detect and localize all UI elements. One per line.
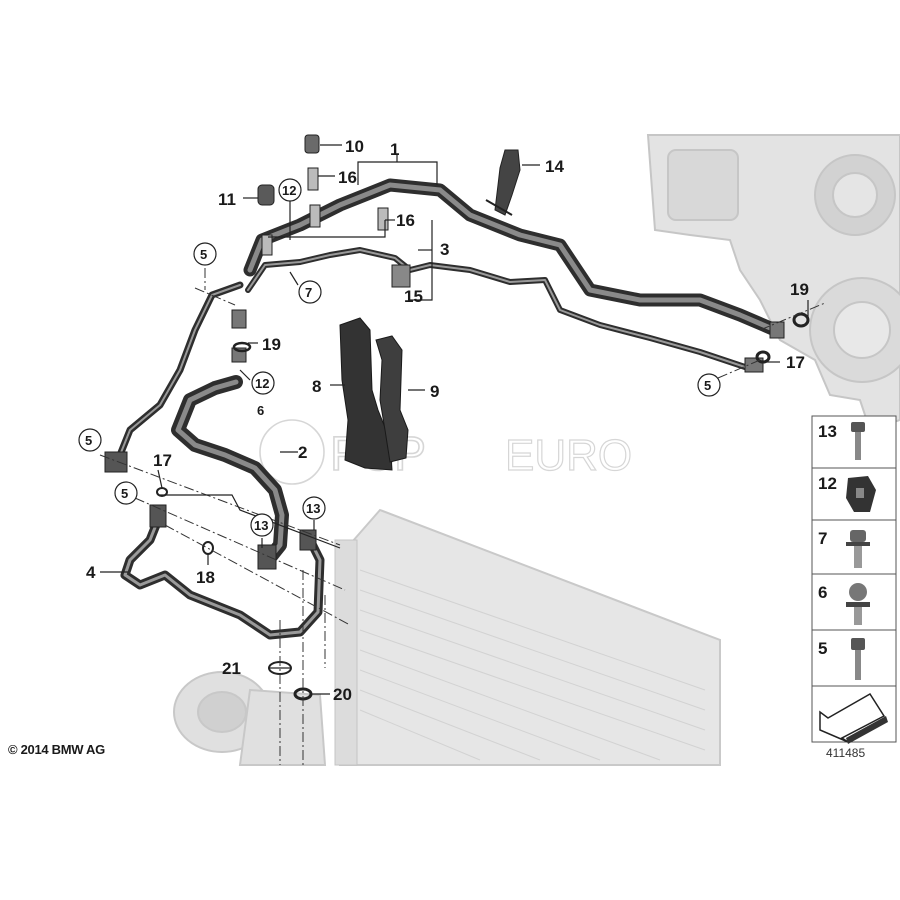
stud-bolt-icon [846, 530, 870, 568]
part-14-bracket [485, 149, 521, 216]
clip-icon [846, 476, 876, 512]
legend-item-12: 12 [818, 474, 837, 493]
callout-21: 21 [222, 659, 241, 678]
callout-15: 15 [404, 287, 423, 306]
callout-13a: 13 [254, 518, 268, 533]
callout-12b: 12 [255, 376, 269, 391]
callout-18: 18 [196, 568, 215, 587]
hose-4-line [120, 510, 325, 640]
part-9-shield [375, 335, 409, 463]
watermark-brand-b: EURO [505, 431, 632, 480]
callout-2: 2 [298, 443, 307, 462]
legend-item-13: 13 [818, 422, 837, 441]
callout-5c: 5 [121, 486, 128, 501]
callout-5d: 5 [704, 378, 711, 393]
diagram-id: 411485 [826, 746, 866, 760]
callout-9: 9 [430, 382, 439, 401]
legend-item-7: 7 [818, 529, 827, 548]
legend-item-6: 6 [818, 583, 827, 602]
bolt-icon [851, 422, 865, 460]
callout-10: 10 [345, 137, 364, 156]
radiator-ghost [334, 508, 721, 766]
direction-arrow-icon [819, 692, 888, 744]
callout-1: 1 [390, 140, 399, 159]
callout-7: 7 [305, 285, 312, 300]
callout-20: 20 [333, 685, 352, 704]
ball-stud-icon [846, 583, 870, 625]
callout-14: 14 [545, 157, 564, 176]
hvac-housing-ghost [646, 134, 900, 432]
callout-17a: 17 [786, 353, 805, 372]
watermark: FCP EURO [259, 419, 633, 485]
callouts: 1 2 3 4 5 5 5 5 6 7 8 9 10 11 12 12 13 1… [78, 137, 809, 704]
callout-5b: 5 [85, 433, 92, 448]
callout-17b: 17 [153, 451, 172, 470]
callout-12a: 12 [282, 183, 296, 198]
callout-8: 8 [312, 377, 321, 396]
callout-16a: 16 [338, 168, 357, 187]
callout-3: 3 [440, 240, 449, 259]
callout-4: 4 [86, 563, 96, 582]
leader-lines [100, 144, 809, 695]
hose-3-line [245, 247, 751, 371]
legend-panel: 13 12 7 6 5 [811, 415, 897, 744]
callout-19a: 19 [262, 335, 281, 354]
zigzag-line [160, 494, 341, 549]
callout-6: 6 [257, 403, 264, 418]
compressor-ghost [173, 671, 327, 766]
hose-2-line [171, 375, 289, 567]
dash-dot-lines [99, 268, 826, 765]
hose-1-line [243, 178, 782, 337]
copyright-text: © 2014 BMW AG [8, 742, 105, 757]
legend-item-5: 5 [818, 639, 827, 658]
callout-5a: 5 [200, 247, 207, 262]
screw-icon [851, 638, 865, 680]
callout-13b: 13 [306, 501, 320, 516]
callout-16b: 16 [396, 211, 415, 230]
callout-19b: 19 [790, 280, 809, 299]
callout-11: 11 [218, 190, 236, 209]
